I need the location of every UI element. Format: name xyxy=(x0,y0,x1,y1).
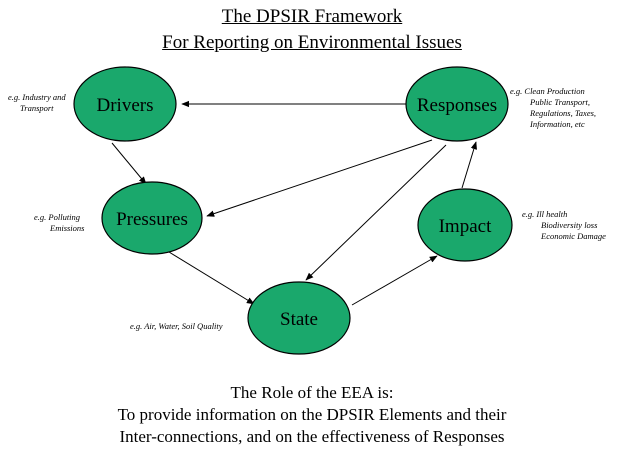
pressures-example: e.g. Polluting Emissions xyxy=(34,212,85,233)
impact-example: e.g. Ill health Biodiversity loss Econom… xyxy=(522,209,606,241)
node-drivers-label: Drivers xyxy=(97,95,154,116)
node-pressures: Pressures xyxy=(101,181,203,255)
responses-example: e.g. Clean Production Public Transport, … xyxy=(510,86,597,129)
arrow-responses-to-pressures xyxy=(206,139,433,217)
arrow-pressures-to-state xyxy=(168,251,255,305)
node-impact: Impact xyxy=(417,188,513,262)
arrow-drivers-to-pressures xyxy=(111,142,147,185)
node-impact-label: Impact xyxy=(439,216,492,237)
node-pressures-label: Pressures xyxy=(116,209,188,230)
footer-line-1: The Role of the EEA is: xyxy=(230,383,394,402)
node-drivers: Drivers xyxy=(73,66,177,142)
node-state-label: State xyxy=(280,309,318,330)
arrow-impact-to-responses xyxy=(461,141,477,189)
arrow-state-to-impact xyxy=(351,255,438,306)
node-responses-label: Responses xyxy=(417,95,497,116)
arrow-responses-to-state xyxy=(305,144,447,281)
footer-line-3: Inter-connections, and on the effectiven… xyxy=(119,427,505,446)
diagram-subtitle: For Reporting on Environmental Issues xyxy=(162,32,462,53)
node-responses: Responses xyxy=(405,66,509,142)
footer-line-2: To provide information on the DPSIR Elem… xyxy=(117,405,507,424)
drivers-example: e.g. Industry and Transport xyxy=(8,92,66,113)
diagram-title: The DPSIR Framework xyxy=(221,6,403,27)
node-state: State xyxy=(247,281,351,355)
state-example: e.g. Air, Water, Soil Quality xyxy=(130,321,223,331)
